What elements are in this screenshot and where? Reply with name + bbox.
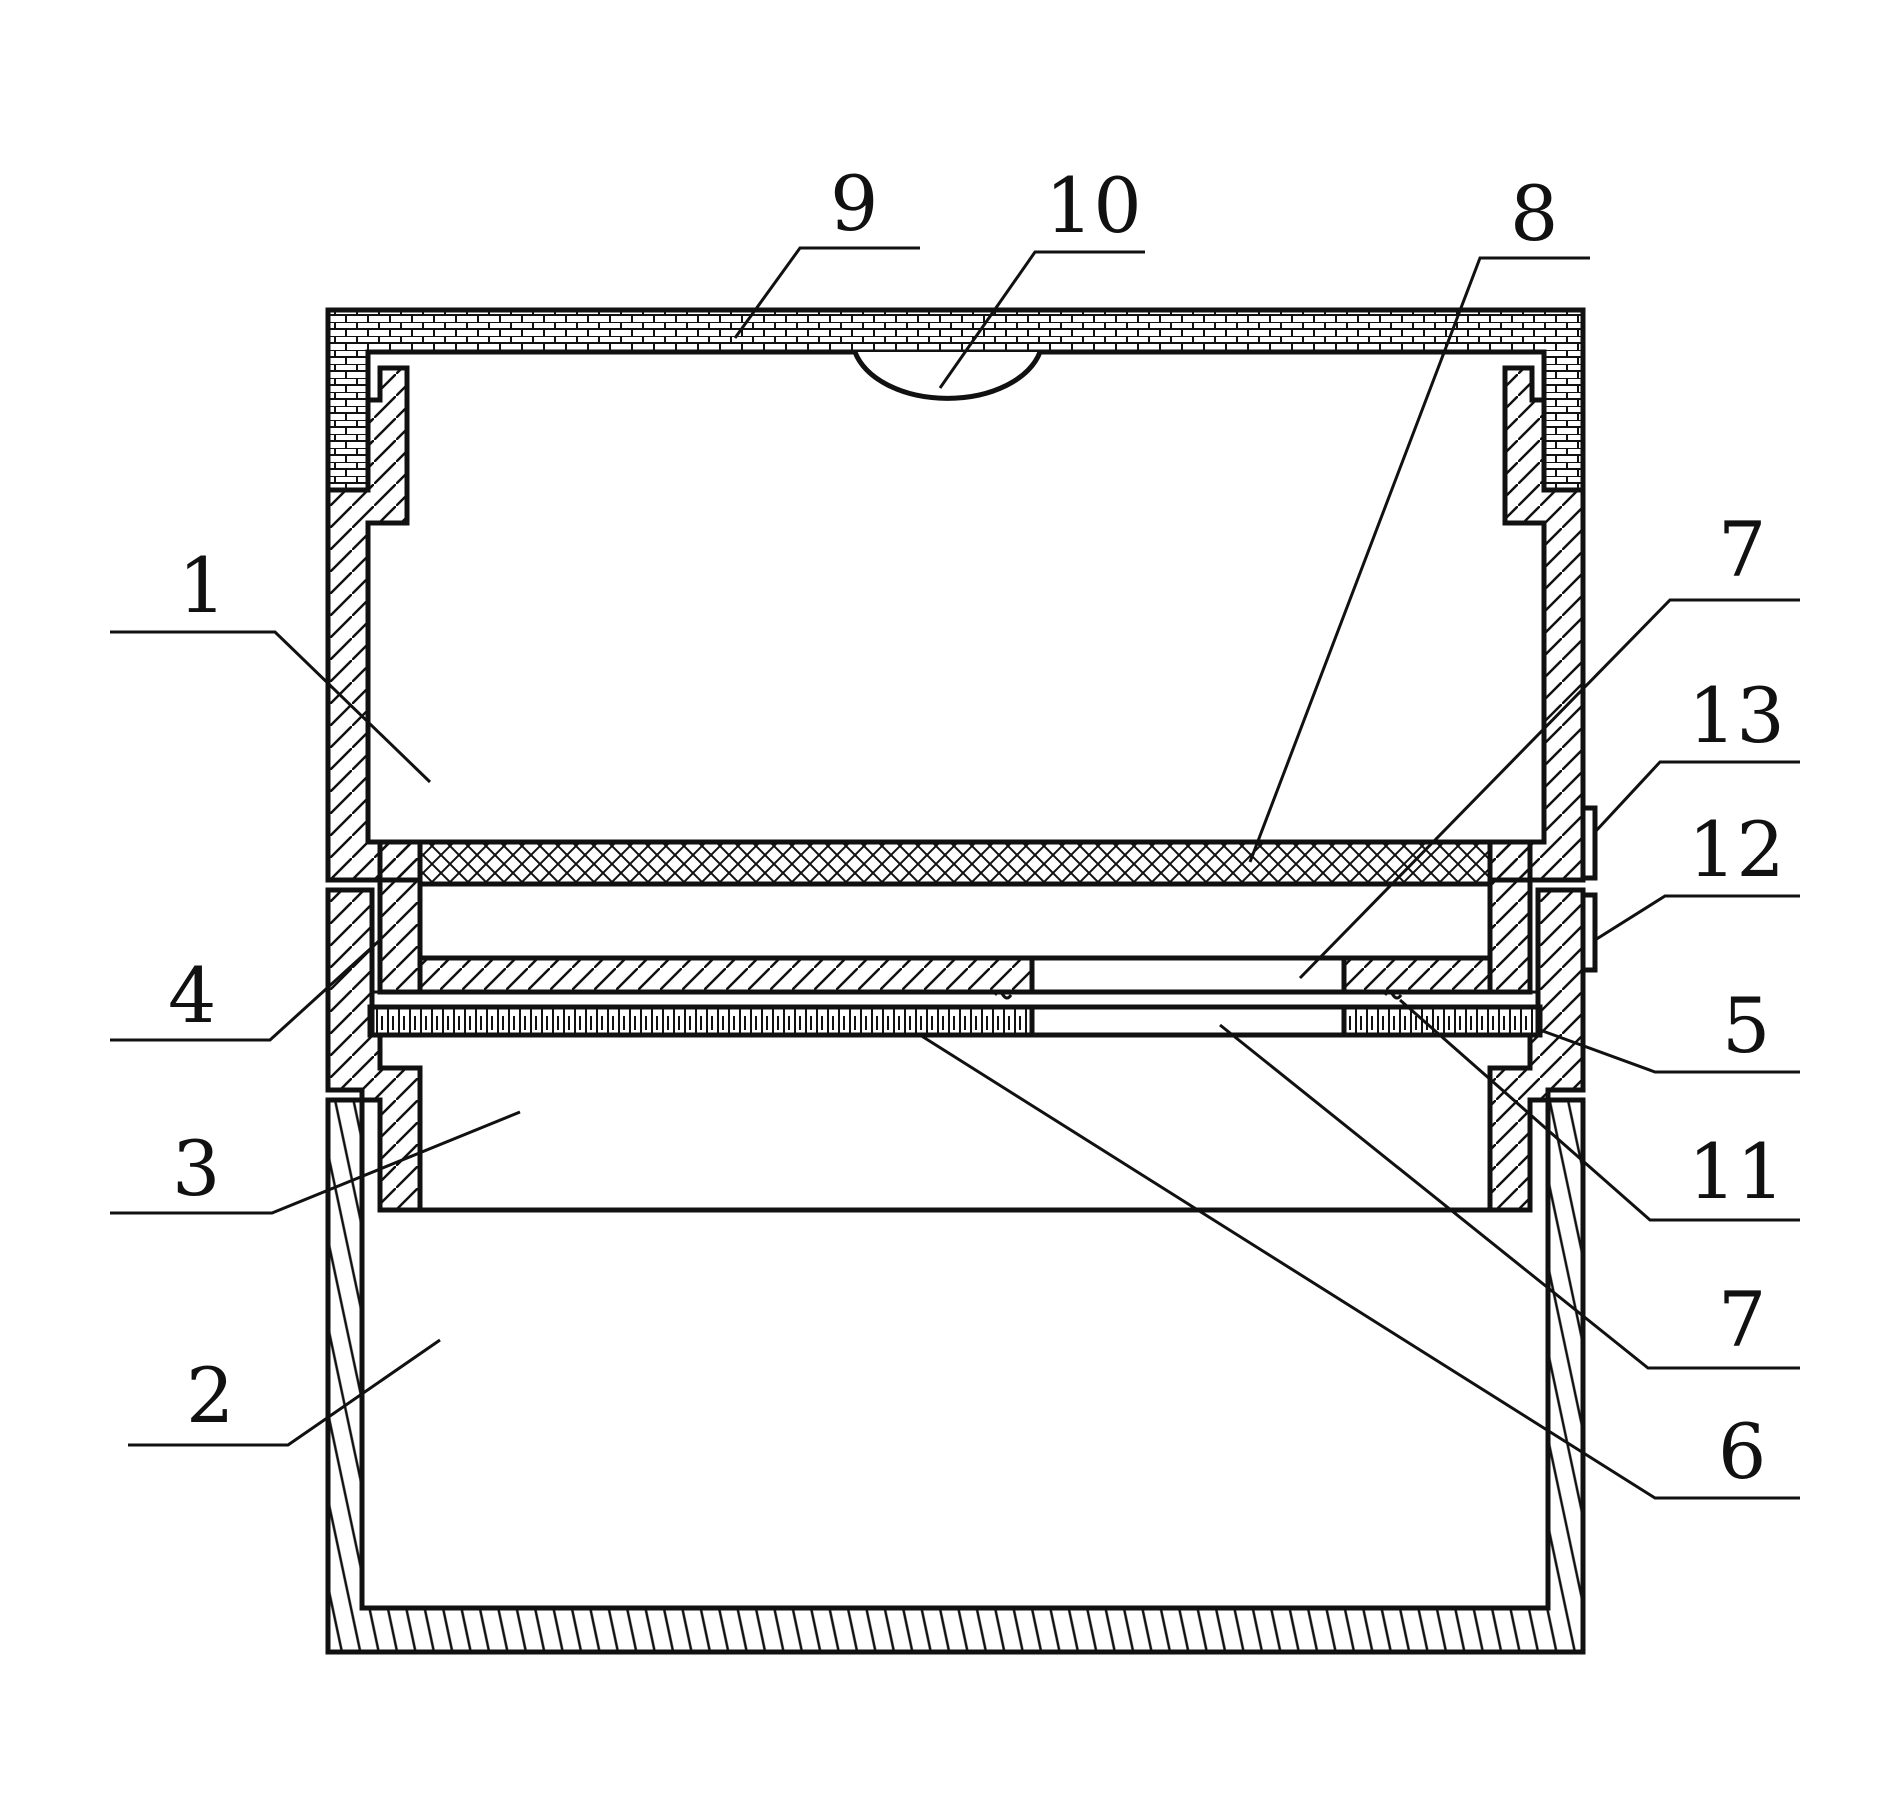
lower-container-shell xyxy=(325,1097,1586,1655)
label-13: 13 xyxy=(1688,671,1785,760)
side-latch-12 xyxy=(1580,892,1598,973)
filter-layer xyxy=(417,839,1493,887)
label-1: 1 xyxy=(178,541,226,630)
upper-chamber xyxy=(417,881,1493,961)
side-latch-13 xyxy=(1580,805,1598,881)
upper-body-flange-right xyxy=(1487,839,1533,995)
callout-labels: 1 4 3 2 9 10 8 7 13 12 5 11 7 6 xyxy=(168,159,1785,1496)
label-8: 8 xyxy=(1510,169,1558,258)
springs xyxy=(993,990,1403,1000)
leader-lines xyxy=(110,246,1800,1500)
comb-sealing-layer xyxy=(367,990,1543,1038)
label-2: 2 xyxy=(186,1351,234,1440)
upper-container-wall xyxy=(325,365,1586,883)
label-7-lower: 7 xyxy=(1718,1275,1766,1364)
label-10: 10 xyxy=(1045,161,1142,250)
label-12: 12 xyxy=(1688,805,1785,894)
label-7-upper: 7 xyxy=(1718,505,1766,594)
upper-body-flange-left xyxy=(377,839,423,995)
label-9: 9 xyxy=(830,159,878,248)
label-3: 3 xyxy=(172,1124,220,1213)
label-4: 4 xyxy=(168,951,216,1040)
label-5: 5 xyxy=(1722,981,1770,1070)
upper-hatched-plate xyxy=(417,955,1493,995)
label-6: 6 xyxy=(1718,1407,1766,1496)
label-11: 11 xyxy=(1688,1127,1785,1216)
